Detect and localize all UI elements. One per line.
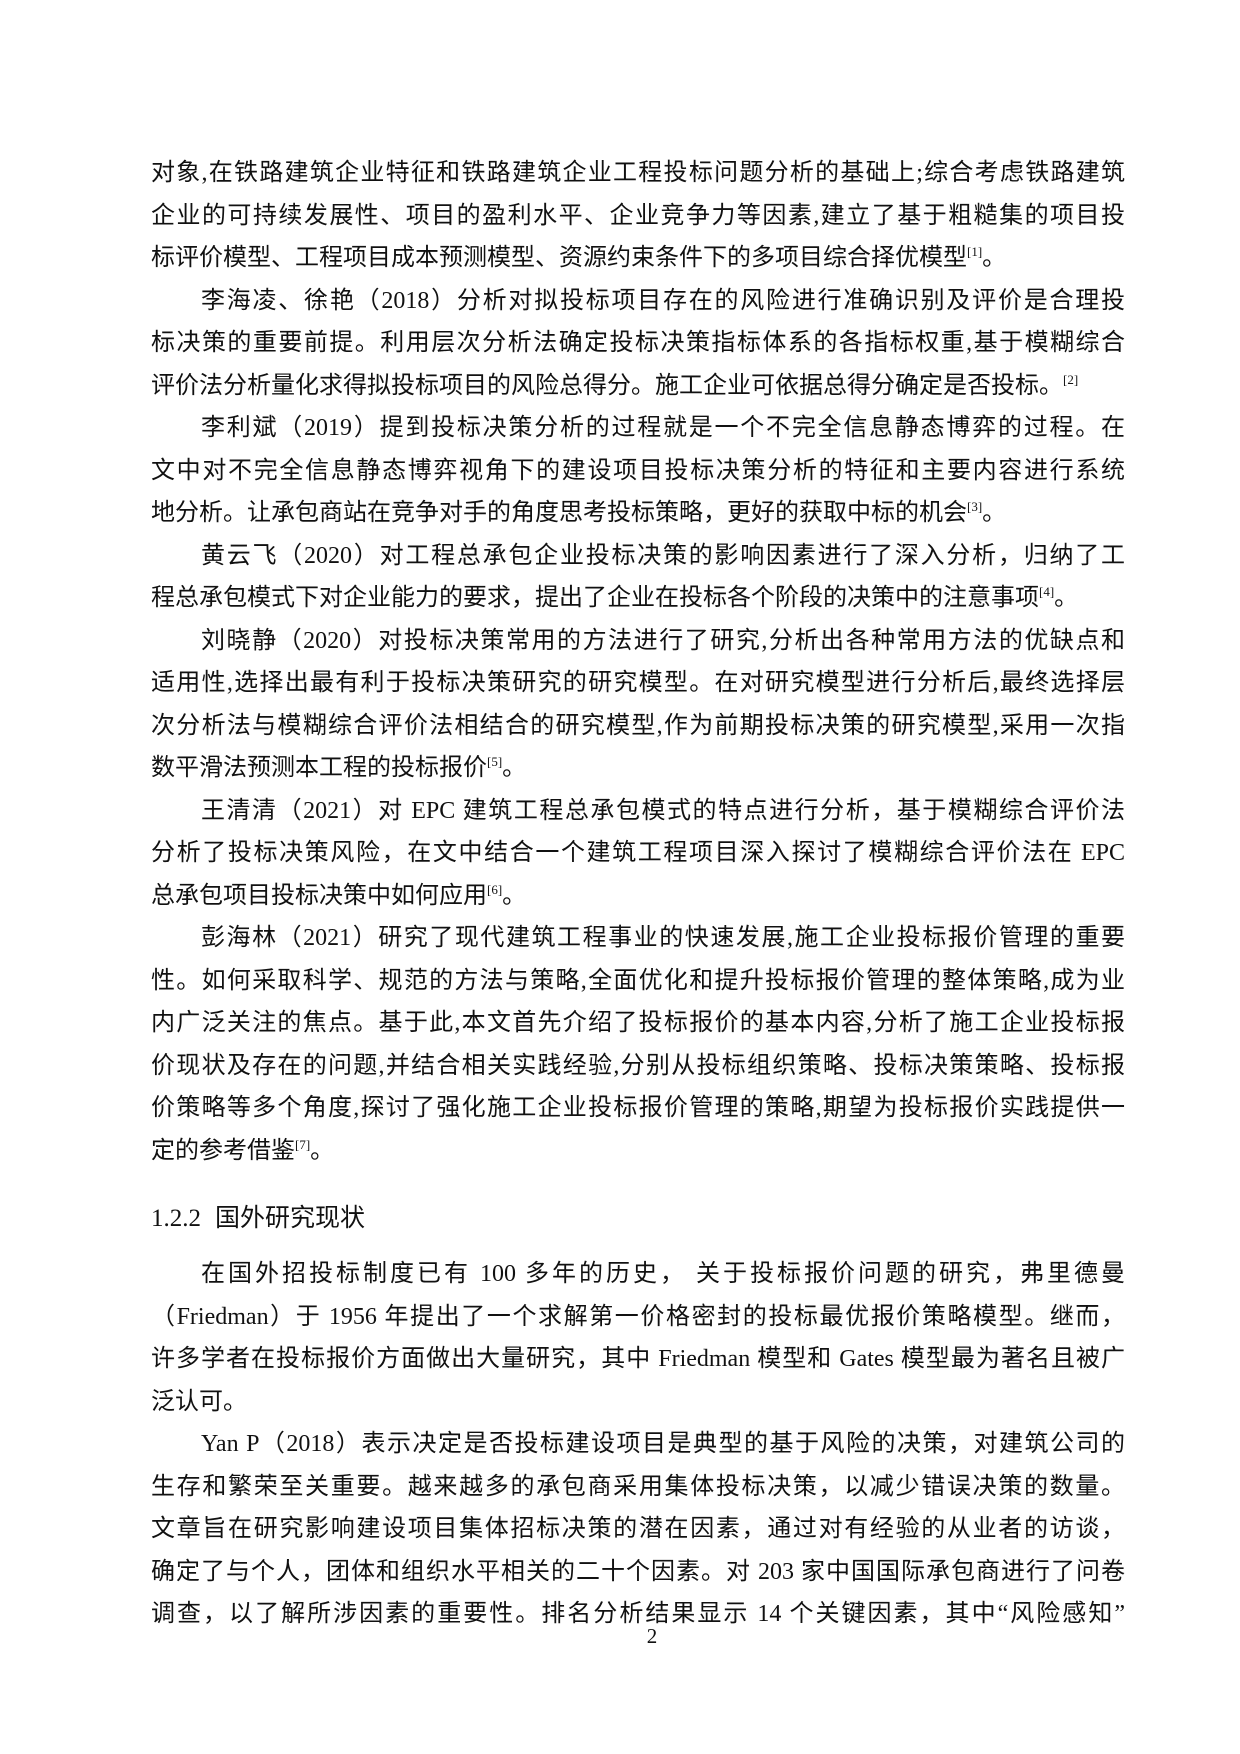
paragraph: 彭海林（2021）研究了现代建筑工程事业的快速发展,施工企业投标报价管理的重要性… (151, 917, 1125, 1172)
paragraph: Yan P（2018）表示决定是否投标建设项目是典型的基于风险的决策，对建筑公司… (151, 1423, 1125, 1636)
text-line: 价现状及存在的问题,并结合相关实践经验,分别从投标组织策略、投标决策策略、投标报 (151, 1045, 1125, 1088)
section-number: 1.2.2 (151, 1205, 201, 1232)
text-segment: 。 (502, 755, 527, 781)
text-segment: 李利斌（2019）提到投标决策分析的过程就是一个不完全信息静态博弈的过程。在 (201, 415, 1125, 441)
citation-reference: [1] (967, 244, 983, 259)
text-segment: 许多学者在投标报价方面做出大量研究，其中 Friedman 模型和 Gates … (151, 1346, 1125, 1372)
paragraph: 在国外招投标制度已有 100 多年的历史， 关于投标报价问题的研究，弗里德曼 （F… (151, 1253, 1125, 1423)
text-line: 企业的可持续发展性、项目的盈利水平、企业竞争力等因素,建立了基于粗糙集的项目投 (151, 195, 1125, 238)
text-segment: 。 (982, 245, 1007, 271)
text-line: 性。如何采取科学、规范的方法与策略,全面优化和提升投标报价管理的整体策略,成为业 (151, 960, 1125, 1003)
text-segment: 泛认可。 (151, 1388, 247, 1415)
text-line: 次分析法与模糊综合评价法相结合的研究模型,作为前期投标决策的研究模型,采用一次指 (151, 705, 1125, 748)
text-segment: 标决策的重要前提。利用层次分析法确定投标决策指标体系的各指标权重,基于模糊综合 (151, 330, 1125, 356)
text-segment: 。 (982, 500, 1007, 526)
text-segment: （Friedman）于 1956 年提出了一个求解第一价格密封的投标最优报价策略… (151, 1303, 1125, 1330)
citation-reference: [6] (487, 881, 503, 897)
text-line: 价策略等多个角度,探讨了强化施工企业投标报价管理的策略,期望为投标报价实践提供一 (151, 1087, 1125, 1130)
text-line: 地分析。让承包商站在竞争对手的角度思考投标策略，更好的获取中标的机会[3]。 (151, 492, 1125, 535)
text-segment: 黄云飞（2020）对工程总承包企业投标决策的影响因素进行了深入分析，归纳了工 (201, 542, 1125, 569)
citation-reference: [7] (295, 1136, 311, 1152)
text-segment: 对象,在铁路建筑企业特征和铁路建筑企业工程投标问题分析的基础上;综合考虑铁路建筑 (151, 160, 1125, 186)
text-segment: 程总承包模式下对企业能力的要求，提出了企业在投标各个阶段的决策中的注意事项 (151, 585, 1039, 611)
text-line: 适用性,选择出最有利于投标决策研究的研究模型。在对研究模型进行分析后,最终选择层 (151, 662, 1125, 705)
text-line: 生存和繁荣至关重要。越来越多的承包商采用集体投标决策，以减少错误决策的数量。 (151, 1466, 1125, 1509)
text-segment: 调查，以了解所涉因素的重要性。排名分析结果显示 14 个关键因素，其中“风险感知… (151, 1601, 1125, 1627)
text-segment: 标评价模型、工程项目成本预测模型、资源约束条件下的多项目综合择优模型 (151, 245, 967, 271)
paragraph: 对象,在铁路建筑企业特征和铁路建筑企业工程投标问题分析的基础上;综合考虑铁路建筑… (151, 152, 1125, 280)
text-line: 李利斌（2019）提到投标决策分析的过程就是一个不完全信息静态博弈的过程。在 (151, 407, 1125, 450)
paragraph: 黄云飞（2020）对工程总承包企业投标决策的影响因素进行了深入分析，归纳了工程总… (151, 535, 1125, 620)
text-line: 调查，以了解所涉因素的重要性。排名分析结果显示 14 个关键因素，其中“风险感知… (151, 1593, 1125, 1636)
text-segment: 。 (502, 882, 527, 909)
text-segment: 文章旨在研究影响建设项目集体招标决策的潜在因素，通过对有经验的从业者的访谈， (151, 1516, 1125, 1542)
citation-reference: [3] (967, 499, 983, 514)
text-segment: 分析了投标决策风险，在文中结合一个建筑工程项目深入探讨了模糊综合评价法在 EPC (151, 840, 1125, 866)
paragraph: 李海凌、徐艳（2018）分析对拟投标项目存在的风险进行准确识别及评价是合理投标决… (151, 280, 1125, 408)
text-segment: 价现状及存在的问题,并结合相关实践经验,分别从投标组织策略、投标决策策略、投标报 (151, 1052, 1125, 1079)
text-segment: 次分析法与模糊综合评价法相结合的研究模型,作为前期投标决策的研究模型,采用一次指 (151, 712, 1125, 739)
page-number: 2 (646, 1624, 658, 1648)
paragraph: 刘晓静（2020）对投标决策常用的方法进行了研究,分析出各种常用方法的优缺点和适… (151, 620, 1125, 790)
text-line: 对象,在铁路建筑企业特征和铁路建筑企业工程投标问题分析的基础上;综合考虑铁路建筑 (151, 152, 1125, 195)
text-line: Yan P（2018）表示决定是否投标建设项目是典型的基于风险的决策，对建筑公司… (151, 1423, 1125, 1466)
paragraphs-before-heading: 对象,在铁路建筑企业特征和铁路建筑企业工程投标问题分析的基础上;综合考虑铁路建筑… (151, 152, 1125, 1172)
text-segment: Yan P（2018）表示决定是否投标建设项目是典型的基于风险的决策，对建筑公司… (201, 1431, 1125, 1457)
text-segment: 地分析。让承包商站在竞争对手的角度思考投标策略，更好的获取中标的机会 (151, 500, 967, 526)
text-line: 内广泛关注的焦点。基于此,本文首先介绍了投标报价的基本内容,分析了施工企业投标报 (151, 1002, 1125, 1045)
text-line: 标评价模型、工程项目成本预测模型、资源约束条件下的多项目综合择优模型[1]。 (151, 237, 1125, 280)
text-line: 评价法分析量化求得拟投标项目的风险总得分。施工企业可依据总得分确定是否投标。[2… (151, 365, 1125, 408)
text-segment: 数平滑法预测本工程的投标报价 (151, 755, 487, 781)
text-segment: 。 (310, 1137, 335, 1164)
text-line: 数平滑法预测本工程的投标报价[5]。 (151, 747, 1125, 790)
text-line: 总承包项目投标决策中如何应用[6]。 (151, 875, 1125, 918)
section-heading: 1.2.2 国外研究现状 (151, 1197, 1125, 1239)
text-line: 标决策的重要前提。利用层次分析法确定投标决策指标体系的各指标权重,基于模糊综合 (151, 322, 1125, 365)
text-segment: 李海凌、徐艳（2018）分析对拟投标项目存在的风险进行准确识别及评价是合理投 (201, 287, 1125, 314)
text-segment: 生存和繁荣至关重要。越来越多的承包商采用集体投标决策，以减少错误决策的数量。 (151, 1473, 1125, 1500)
text-segment: 文中对不完全信息静态博弈视角下的建设项目投标决策分析的特征和主要内容进行系统 (151, 457, 1125, 484)
text-segment: 刘晓静（2020）对投标决策常用的方法进行了研究,分析出各种常用方法的优缺点和 (201, 627, 1125, 654)
text-line: 文章旨在研究影响建设项目集体招标决策的潜在因素，通过对有经验的从业者的访谈， (151, 1508, 1125, 1551)
text-line: 彭海林（2021）研究了现代建筑工程事业的快速发展,施工企业投标报价管理的重要 (151, 917, 1125, 960)
text-segment: 。 (1054, 585, 1079, 611)
text-line: 程总承包模式下对企业能力的要求，提出了企业在投标各个阶段的决策中的注意事项[4]… (151, 577, 1125, 620)
text-line: 黄云飞（2020）对工程总承包企业投标决策的影响因素进行了深入分析，归纳了工 (151, 535, 1125, 578)
text-segment: 总承包项目投标决策中如何应用 (151, 882, 487, 909)
citation-reference: [4] (1039, 584, 1055, 599)
text-line: 定的参考借鉴[7]。 (151, 1130, 1125, 1173)
text-segment: 企业的可持续发展性、项目的盈利水平、企业竞争力等因素,建立了基于粗糙集的项目投 (151, 202, 1125, 229)
text-line: 泛认可。 (151, 1381, 1125, 1424)
text-line: 刘晓静（2020）对投标决策常用的方法进行了研究,分析出各种常用方法的优缺点和 (151, 620, 1125, 663)
paragraphs-after-heading: 在国外招投标制度已有 100 多年的历史， 关于投标报价问题的研究，弗里德曼 （F… (151, 1253, 1125, 1636)
text-segment: 定的参考借鉴 (151, 1137, 295, 1164)
text-segment: 确定了与个人，团体和组织水平相关的二十个因素。对 203 家中国国际承包商进行了… (151, 1558, 1125, 1585)
text-segment: 评价法分析量化求得拟投标项目的风险总得分。施工企业可依据总得分确定是否投标。 (151, 372, 1063, 399)
text-segment: 王清清（2021）对 EPC 建筑工程总承包模式的特点进行分析，基于模糊综合评价… (201, 797, 1125, 824)
text-line: 在国外招投标制度已有 100 多年的历史， 关于投标报价问题的研究，弗里德曼 (151, 1253, 1125, 1296)
citation-reference: [2] (1063, 371, 1079, 387)
text-segment: 在国外招投标制度已有 100 多年的历史， 关于投标报价问题的研究，弗里德曼 (201, 1261, 1125, 1287)
text-line: （Friedman）于 1956 年提出了一个求解第一价格密封的投标最优报价策略… (151, 1296, 1125, 1339)
document-body: 对象,在铁路建筑企业特征和铁路建筑企业工程投标问题分析的基础上;综合考虑铁路建筑… (151, 152, 1125, 1636)
text-segment: 彭海林（2021）研究了现代建筑工程事业的快速发展,施工企业投标报价管理的重要 (201, 925, 1125, 951)
text-line: 分析了投标决策风险，在文中结合一个建筑工程项目深入探讨了模糊综合评价法在 EPC (151, 832, 1125, 875)
text-segment: 内广泛关注的焦点。基于此,本文首先介绍了投标报价的基本内容,分析了施工企业投标报 (151, 1010, 1125, 1036)
text-segment: 价策略等多个角度,探讨了强化施工企业投标报价管理的策略,期望为投标报价实践提供一 (151, 1095, 1125, 1121)
text-line: 许多学者在投标报价方面做出大量研究，其中 Friedman 模型和 Gates … (151, 1338, 1125, 1381)
text-segment: 适用性,选择出最有利于投标决策研究的研究模型。在对研究模型进行分析后,最终选择层 (151, 670, 1125, 696)
section-title: 国外研究现状 (215, 1204, 366, 1232)
text-line: 王清清（2021）对 EPC 建筑工程总承包模式的特点进行分析，基于模糊综合评价… (151, 790, 1125, 833)
paragraph: 王清清（2021）对 EPC 建筑工程总承包模式的特点进行分析，基于模糊综合评价… (151, 790, 1125, 918)
text-segment: 性。如何采取科学、规范的方法与策略,全面优化和提升投标报价管理的整体策略,成为业 (151, 967, 1125, 994)
text-line: 李海凌、徐艳（2018）分析对拟投标项目存在的风险进行准确识别及评价是合理投 (151, 280, 1125, 323)
paragraph: 李利斌（2019）提到投标决策分析的过程就是一个不完全信息静态博弈的过程。在文中… (151, 407, 1125, 535)
citation-reference: [5] (487, 754, 503, 769)
text-line: 确定了与个人，团体和组织水平相关的二十个因素。对 203 家中国国际承包商进行了… (151, 1551, 1125, 1594)
text-line: 文中对不完全信息静态博弈视角下的建设项目投标决策分析的特征和主要内容进行系统 (151, 450, 1125, 493)
